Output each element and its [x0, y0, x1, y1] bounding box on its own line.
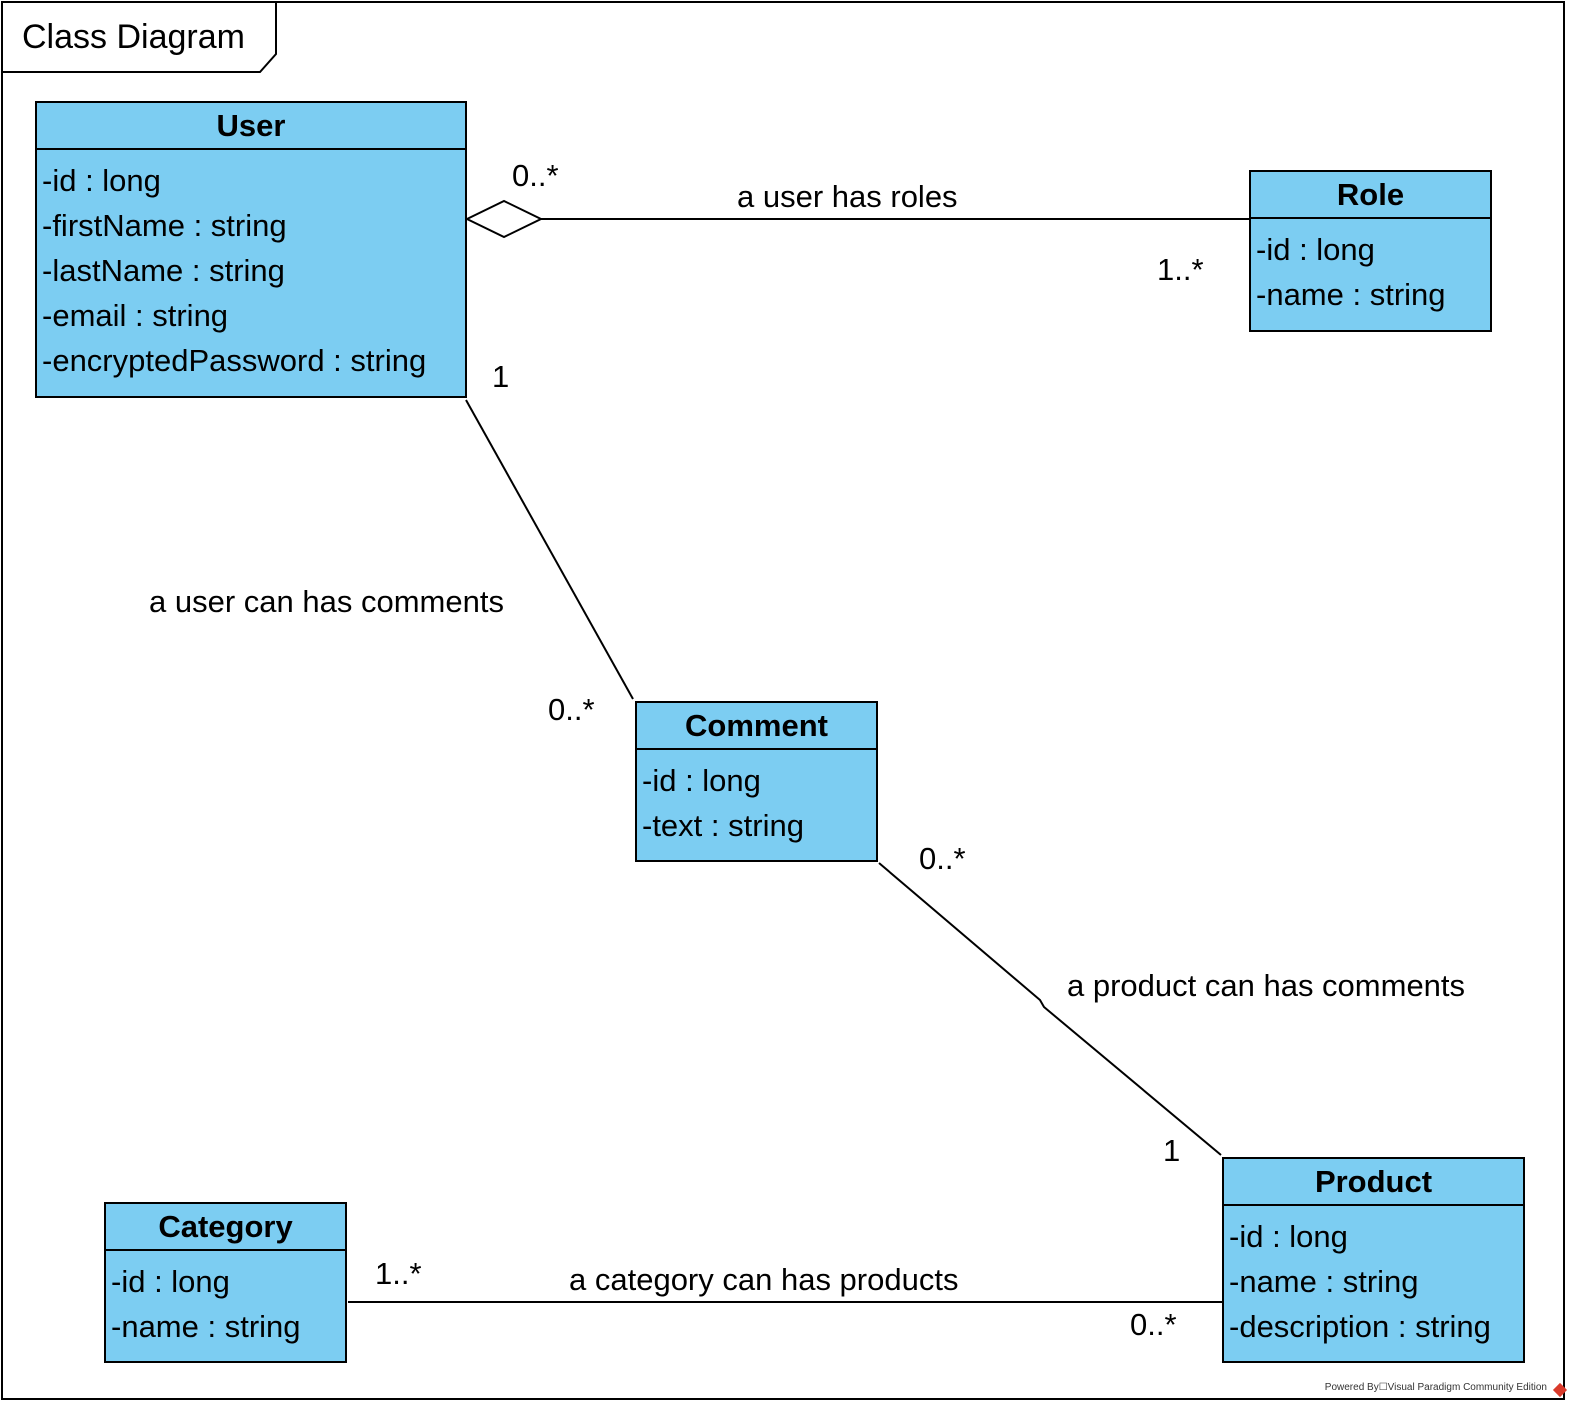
attribute: -id : long — [642, 763, 761, 798]
attribute: -text : string — [642, 808, 804, 843]
category-product-source-multiplicity: 1..* — [375, 1256, 422, 1291]
comment-product-source-multiplicity: 0..* — [919, 841, 966, 876]
user-comment-target-multiplicity: 0..* — [548, 692, 595, 727]
class-role[interactable]: Role -id : long -name : string — [1249, 170, 1492, 332]
comment-product-target-multiplicity: 1 — [1163, 1133, 1181, 1168]
class-role-attributes: -id : long -name : string — [1251, 219, 1490, 317]
user-comment-source-multiplicity: 1 — [492, 359, 510, 394]
attribute: -name : string — [111, 1309, 301, 1344]
class-product-attributes: -id : long -name : string -description :… — [1224, 1206, 1523, 1349]
user-role-label: a user has roles — [737, 179, 958, 214]
frame-title-tab — [2, 2, 277, 73]
attribute: -description : string — [1229, 1309, 1491, 1344]
class-category[interactable]: Category -id : long -name : string — [104, 1202, 347, 1363]
user-comment-label: a user can has comments — [149, 584, 504, 619]
class-role-name: Role — [1251, 172, 1490, 219]
attribute: -email : string — [42, 298, 229, 333]
aggregation-diamond-icon — [464, 199, 544, 239]
user-role-target-multiplicity: 1..* — [1157, 252, 1204, 287]
attribute: -id : long — [1229, 1219, 1348, 1254]
user-role-source-multiplicity: 0..* — [512, 158, 559, 193]
attribute: -encryptedPassword : string — [42, 343, 427, 378]
attribute: -id : long — [1256, 232, 1375, 267]
category-product-label: a category can has products — [569, 1262, 959, 1297]
footer-credit: Powered By☐Visual Paradigm Community Edi… — [1324, 1382, 1547, 1393]
class-product[interactable]: Product -id : long -name : string -descr… — [1222, 1157, 1525, 1363]
class-comment[interactable]: Comment -id : long -text : string — [635, 701, 878, 862]
class-category-attributes: -id : long -name : string — [106, 1251, 345, 1349]
class-user-name: User — [37, 103, 465, 150]
attribute: -id : long — [111, 1264, 230, 1299]
attribute: -name : string — [1229, 1264, 1419, 1299]
attribute: -lastName : string — [42, 253, 285, 288]
attribute: -name : string — [1256, 277, 1446, 312]
attribute: -firstName : string — [42, 208, 287, 243]
comment-product-label: a product can has comments — [1067, 968, 1466, 1003]
category-product-target-multiplicity: 0..* — [1130, 1307, 1177, 1342]
class-comment-name: Comment — [637, 703, 876, 750]
user-comment-connector[interactable] — [465, 399, 634, 700]
comment-product-connector[interactable] — [878, 862, 1222, 1156]
frame-title: Class Diagram — [22, 18, 245, 56]
class-product-name: Product — [1224, 1159, 1523, 1206]
class-user-attributes: -id : long -firstName : string -lastName… — [37, 150, 465, 383]
attribute: -id : long — [42, 163, 161, 198]
class-user[interactable]: User -id : long -firstName : string -las… — [35, 101, 467, 398]
class-comment-attributes: -id : long -text : string — [637, 750, 876, 848]
class-category-name: Category — [106, 1204, 345, 1251]
